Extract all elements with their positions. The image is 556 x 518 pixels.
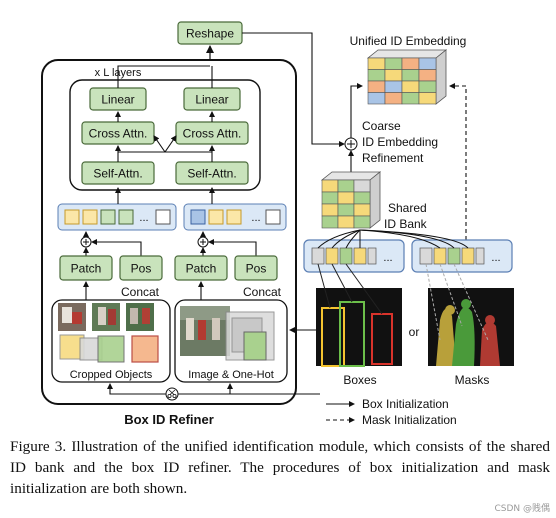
linear-right: Linear: [195, 93, 228, 107]
bank-fanout: [317, 229, 469, 249]
mask-token-panel: ...: [411, 239, 513, 273]
cross-attn-right: Cross Attn.: [183, 127, 242, 141]
shared-id-bank-cube: [320, 171, 382, 229]
mask-init-lines: [425, 263, 489, 341]
crop-thumbnail-1: [58, 303, 86, 331]
mask-token-ellipsis: ...: [491, 252, 500, 264]
coarse-label-3: Refinement: [362, 151, 424, 165]
plus-node-right: [197, 236, 209, 248]
onehot-stack-green: [243, 331, 267, 361]
concat-right: Concat: [243, 285, 282, 299]
pos-right: Pos: [246, 262, 267, 276]
left-column: Linear Cross Attn. Self-Attn.: [81, 87, 155, 185]
shared-bank-label-1: Shared: [388, 201, 427, 215]
patch-arrows: [83, 231, 257, 256]
plus-node-left: [80, 236, 92, 248]
scissor-icon: [165, 387, 179, 401]
legend-box-label: Box Initialization: [362, 397, 449, 411]
image-onehot-panel: Concat Image & One-Hot: [174, 285, 288, 383]
masks-label: Masks: [455, 373, 490, 387]
token-ellipsis-right: ...: [251, 212, 260, 224]
self-attn-right: Self-Attn.: [187, 167, 236, 181]
box-token-ellipsis: ...: [383, 252, 392, 264]
or-label: or: [409, 325, 420, 339]
coarse-label-2: ID Embedding: [362, 135, 438, 149]
cropped-objects-panel: Concat Cropped Objects: [51, 285, 171, 383]
watermark: CSDN @贱偶: [494, 504, 550, 514]
patch-pos-left: Patch Pos: [59, 255, 163, 281]
patch-right: Patch: [186, 262, 217, 276]
box-token-panel: ...: [303, 239, 405, 273]
boxes-label: Boxes: [343, 373, 376, 387]
token-sequence-right: ...: [183, 203, 287, 231]
bottom-routing: [107, 327, 320, 395]
onehot-green: [97, 335, 125, 363]
scene-image: [180, 306, 230, 356]
reshape-block: Reshape: [177, 21, 243, 45]
box-id-refiner: Box ID Refiner: [41, 59, 297, 427]
patch-left: Patch: [71, 262, 102, 276]
cross-attn-left: Cross Attn.: [89, 127, 148, 141]
patch-pos-right: Patch Pos: [174, 255, 278, 281]
layer-arrows: [115, 65, 215, 162]
shared-bank-label-2: ID Bank: [384, 217, 428, 231]
image-onehot-label: Image & One-Hot: [188, 369, 274, 381]
box-init-lines: [317, 263, 383, 315]
embedding-arrows: [242, 32, 467, 240]
box-id-refiner-title: Box ID Refiner: [124, 412, 214, 427]
linear-left: Linear: [101, 93, 134, 107]
legend: Box Initialization Mask Initialization: [326, 397, 457, 427]
figure-caption: Figure 3. Illustration of the unified id…: [10, 438, 550, 497]
legend-mask-label: Mask Initialization: [362, 413, 457, 427]
token-ellipsis-left: ...: [139, 212, 148, 224]
token-sequence-left: ...: [57, 203, 177, 231]
coarse-label-1: Coarse: [362, 119, 401, 133]
onehot-red: [131, 335, 159, 363]
boxes-image: [316, 288, 402, 367]
pos-left: Pos: [131, 262, 152, 276]
right-column: Linear Cross Attn. Self-Attn.: [175, 87, 249, 185]
unified-embedding-cube: [366, 49, 448, 105]
cropped-objects-label: Cropped Objects: [70, 369, 153, 381]
crop-thumbnail-3: [126, 303, 154, 331]
masks-image: [428, 288, 514, 366]
concat-left: Concat: [121, 285, 160, 299]
crop-thumbnail-2: [92, 303, 120, 331]
reshape-label: Reshape: [186, 27, 234, 41]
coarse-plus-node: [344, 137, 358, 151]
unified-embedding-title: Unified ID Embedding: [350, 34, 467, 48]
self-attn-left: Self-Attn.: [93, 167, 142, 181]
